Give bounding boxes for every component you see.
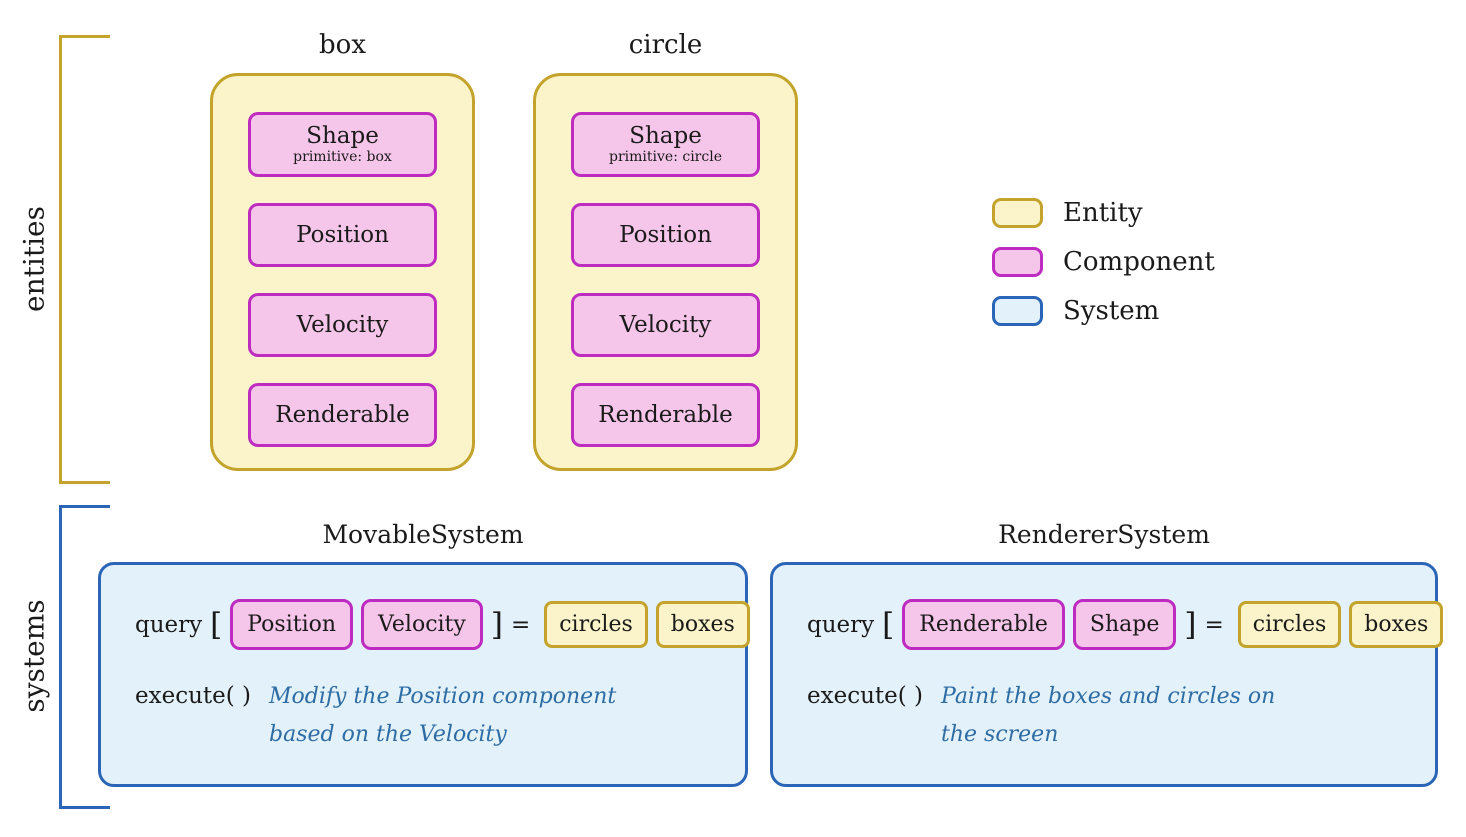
execute-note-line2: the screen — [941, 722, 1059, 747]
legend-label: System — [1063, 296, 1160, 326]
query-keyword: query — [807, 611, 875, 638]
query-component-pill: Position — [230, 599, 354, 650]
query-open-bracket: [ — [882, 606, 895, 643]
component-velocity: Velocity — [248, 293, 437, 357]
component-renderable: Renderable — [248, 383, 437, 447]
execute-row: execute( ) Modify the Position component… — [135, 683, 737, 754]
query-equals: = — [510, 611, 531, 638]
systems-bracket — [59, 505, 110, 809]
legend-swatch-component — [992, 247, 1043, 277]
system-box-renderer: query [ Renderable Shape ] = circles box… — [770, 562, 1444, 787]
query-result-pill: circles — [1237, 601, 1342, 648]
query-result-pill: boxes — [655, 601, 750, 648]
system-box-movable: query [ Position Velocity ] = circles bo… — [98, 562, 750, 787]
entities-label: entities — [17, 206, 51, 312]
execute-row: execute( ) Paint the boxes and circles o… — [807, 683, 1427, 754]
query-component-pill: Renderable — [902, 599, 1065, 650]
query-open-bracket: [ — [210, 606, 223, 643]
component-velocity: Velocity — [571, 293, 760, 357]
query-close-bracket: ] — [490, 606, 503, 643]
execute-note: Modify the Position component based on t… — [269, 678, 616, 754]
systems-label: systems — [17, 599, 51, 713]
component-detail: primitive: box — [293, 149, 392, 165]
legend: Entity Component System — [992, 198, 1215, 345]
execute-keyword: execute( ) — [807, 683, 923, 709]
query-component-pill: Velocity — [361, 599, 483, 650]
component-renderable: Renderable — [571, 383, 760, 447]
legend-swatch-entity — [992, 198, 1043, 228]
component-name: Position — [296, 222, 389, 248]
query-equals: = — [1204, 611, 1224, 638]
legend-label: Entity — [1063, 198, 1143, 228]
system-title-renderer: RendererSystem — [998, 520, 1210, 549]
legend-label: Component — [1063, 247, 1215, 277]
query-component-pill: Shape — [1072, 599, 1177, 650]
component-name: Renderable — [598, 402, 733, 428]
entity-title-box: box — [319, 30, 366, 60]
entities-bracket — [59, 35, 110, 484]
entity-title-circle: circle — [628, 30, 703, 60]
component-detail: primitive: circle — [609, 149, 722, 165]
component-name: Shape — [306, 123, 379, 149]
execute-note: Paint the boxes and circles on the scree… — [941, 678, 1275, 754]
execute-note-line1: Paint the boxes and circles on — [941, 684, 1276, 709]
legend-item-entity: Entity — [992, 198, 1215, 228]
query-result-pill: boxes — [1349, 601, 1444, 648]
component-name: Position — [619, 222, 712, 248]
query-keyword: query — [135, 611, 203, 638]
component-shape: Shape primitive: circle — [571, 112, 760, 177]
component-position: Position — [248, 203, 437, 267]
system-title-movable: MovableSystem — [322, 520, 524, 549]
execute-note-line2: based on the Velocity — [269, 722, 507, 747]
query-close-bracket: ] — [1184, 606, 1197, 643]
component-name: Shape — [629, 123, 702, 149]
component-shape: Shape primitive: box — [248, 112, 437, 177]
execute-keyword: execute( ) — [135, 683, 251, 709]
component-name: Velocity — [619, 312, 712, 338]
legend-swatch-system — [992, 296, 1043, 326]
component-position: Position — [571, 203, 760, 267]
component-name: Renderable — [275, 402, 410, 428]
entity-card-circle: Shape primitive: circle Position Velocit… — [533, 73, 798, 471]
query-result-pill: circles — [544, 601, 648, 648]
component-name: Velocity — [296, 312, 389, 338]
query-row: query [ Renderable Shape ] = circles box… — [807, 599, 1444, 650]
legend-item-system: System — [992, 296, 1215, 326]
query-row: query [ Position Velocity ] = circles bo… — [135, 599, 750, 650]
legend-item-component: Component — [992, 247, 1215, 277]
execute-note-line1: Modify the Position component — [269, 684, 617, 709]
entity-card-box: Shape primitive: box Position Velocity R… — [210, 73, 475, 471]
